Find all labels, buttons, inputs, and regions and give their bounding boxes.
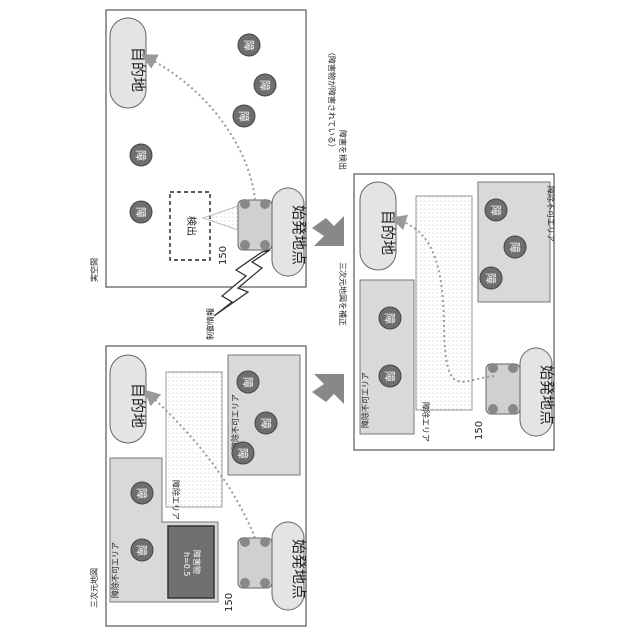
- svg-text:障: 障: [134, 150, 148, 161]
- svg-text:障: 障: [258, 80, 272, 91]
- impassable-area-label: 障除不可エリア: [360, 372, 370, 428]
- svg-text:障: 障: [383, 313, 397, 324]
- obstacle: 障: [485, 199, 507, 221]
- passable-area: 障除エリア: [416, 196, 472, 442]
- destination-pill: 目的地: [110, 18, 147, 108]
- merge-arrow-bottom: [312, 374, 344, 404]
- start-pill: 始発地点: [272, 522, 308, 610]
- vehicle-ref-number: 150: [224, 593, 235, 612]
- control-info-label: 制御情報: [205, 308, 215, 340]
- obstacle: 障: [238, 34, 260, 56]
- obstacle: 障: [131, 539, 153, 561]
- obstacle: 障: [237, 371, 259, 393]
- obstacle: 障: [379, 365, 401, 387]
- vehicle-ref-number: 150: [474, 421, 485, 440]
- obstacle: 障: [504, 236, 526, 258]
- destination-label: 目的地: [129, 383, 147, 428]
- svg-text:障: 障: [241, 377, 255, 388]
- panel-corrected-map: 目的地 障除エリア 障除不可エリア 障 障 障除不可エリア 障 障 障 150 …: [354, 174, 556, 450]
- detection-label: 検出: [185, 216, 198, 236]
- impassable-area-label: 障除不可エリア: [546, 186, 556, 242]
- start-label: 始発地点: [538, 365, 556, 425]
- impassable-area: 障除不可エリア: [360, 280, 414, 434]
- svg-text:障: 障: [489, 205, 503, 216]
- detect-note-2: （障害物が障害されている）: [327, 48, 337, 152]
- obstacle: 障: [254, 74, 276, 96]
- obstacle-box-label-1: 障害物: [192, 550, 202, 574]
- vehicle: [238, 537, 272, 588]
- vehicle: [486, 363, 520, 414]
- correct-map-label: 三次元地図を補正: [338, 262, 348, 326]
- svg-text:障: 障: [242, 40, 256, 51]
- obstacle: 障: [131, 482, 153, 504]
- start-pill: 始発地点: [520, 348, 556, 436]
- obstacle: 障: [130, 144, 152, 166]
- vehicle: [238, 199, 272, 250]
- svg-text:障: 障: [259, 418, 273, 429]
- merge-arrow-top: [312, 216, 344, 246]
- detect-note-1: 障害を検出: [338, 130, 348, 170]
- svg-text:障: 障: [484, 273, 498, 284]
- panel-real-space: 実空間 目的地 障 障 障 障 障 検出 150 始発地点: [89, 10, 308, 287]
- start-pill: 始発地点: [272, 188, 308, 276]
- vehicle-ref-number: 150: [218, 246, 229, 265]
- svg-text:障: 障: [135, 545, 149, 556]
- destination-label: 目的地: [129, 47, 147, 92]
- obstacle: 障: [480, 267, 502, 289]
- passable-area-label: 障除エリア: [421, 402, 431, 442]
- start-label: 始発地点: [290, 539, 308, 599]
- start-label: 始発地点: [290, 205, 308, 265]
- panel-3d-map: 三次元地図 目的地 障除エリア 障除不可エリア 障 障 障害物 h=0.5 障除…: [89, 346, 308, 626]
- obstacle: 障: [255, 412, 277, 434]
- passable-area: 障除エリア: [166, 372, 222, 520]
- panel-3d-map-caption: 三次元地図: [89, 568, 99, 608]
- destination-pill: 目的地: [360, 182, 397, 270]
- destination-label: 目的地: [379, 210, 397, 255]
- panel-real-space-caption: 実空間: [89, 258, 99, 282]
- passable-area-label: 障除エリア: [171, 480, 181, 520]
- svg-text:障: 障: [236, 448, 250, 459]
- obstacle-height-box: 障害物 h=0.5: [168, 526, 214, 598]
- svg-text:障: 障: [383, 371, 397, 382]
- obstacle: 障: [232, 442, 254, 464]
- svg-text:障: 障: [135, 488, 149, 499]
- obstacle: 障: [130, 201, 152, 223]
- svg-text:障: 障: [508, 242, 522, 253]
- impassable-area-label: 障除不可エリア: [110, 542, 120, 598]
- destination-pill: 目的地: [110, 355, 147, 443]
- impassable-area-label: 障除不可エリア: [230, 394, 240, 450]
- obstacle: 障: [379, 307, 401, 329]
- obstacle: 障: [233, 105, 255, 127]
- svg-text:障: 障: [237, 111, 251, 122]
- detection-box: 検出: [170, 192, 210, 260]
- svg-text:障: 障: [134, 207, 148, 218]
- obstacle-box-label-2: h=0.5: [182, 552, 191, 577]
